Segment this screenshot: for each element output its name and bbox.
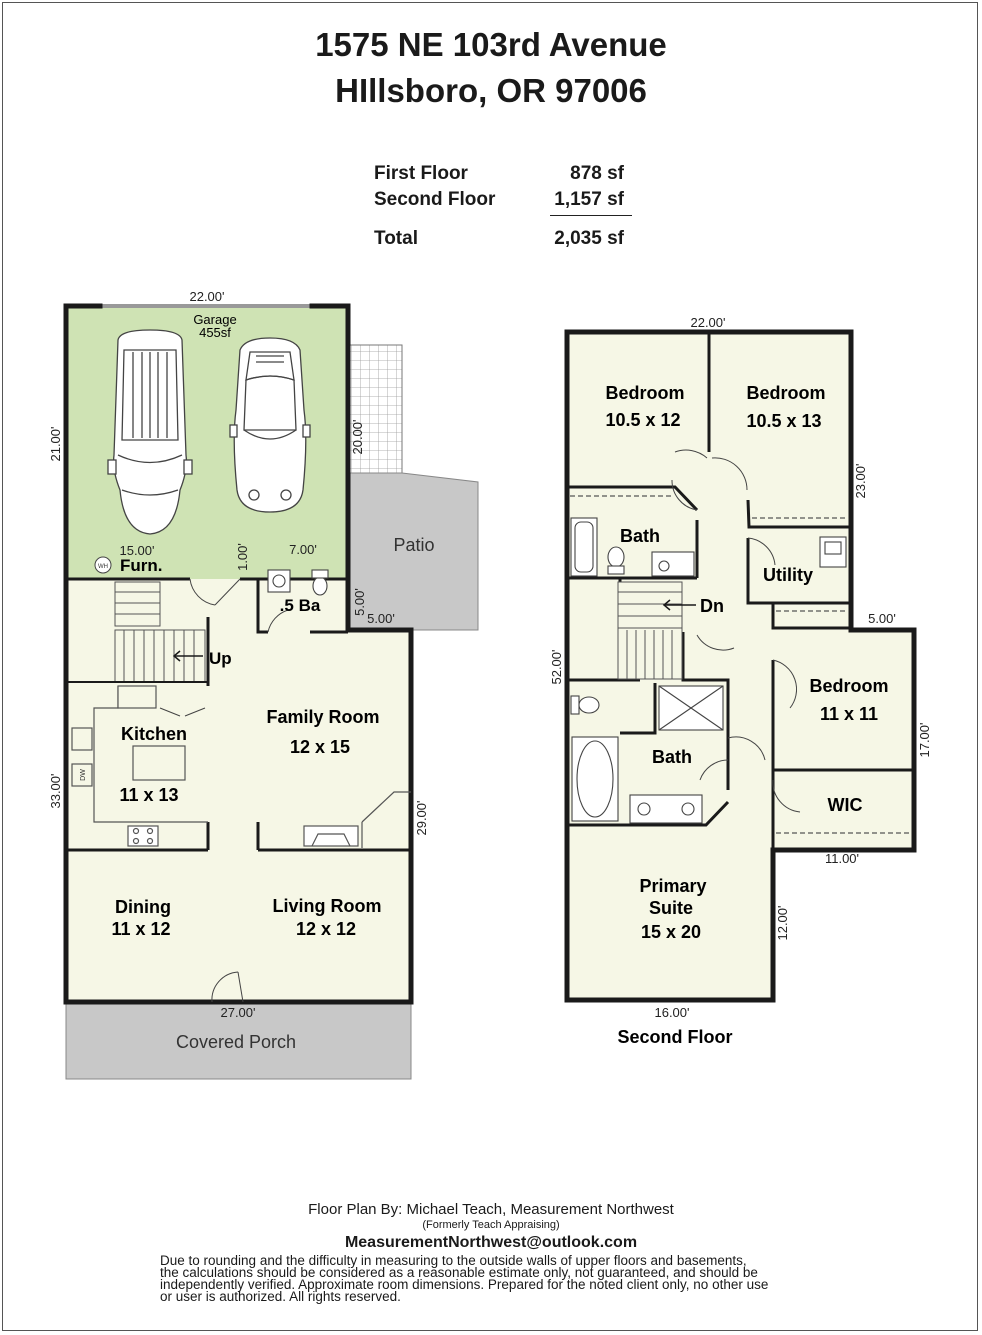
bedroom-1-size: 10.5 x 12 bbox=[605, 410, 680, 430]
furnace-label: Furn. bbox=[120, 556, 163, 575]
dimension-label: 29.00' bbox=[414, 800, 429, 835]
area-total-value: 2,035 sf bbox=[554, 228, 624, 249]
kitchen-name: Kitchen bbox=[121, 724, 187, 744]
fireplace bbox=[303, 791, 411, 848]
disclaimer-line: or user is authorized. All rights reserv… bbox=[160, 1289, 401, 1304]
primary-suite-name-2: Suite bbox=[649, 898, 693, 918]
dimension-label: 5.00' bbox=[352, 588, 367, 616]
stairs-up bbox=[66, 581, 208, 683]
stairs-down-label: Dn bbox=[700, 596, 724, 616]
kitchen-size: 11 x 13 bbox=[119, 785, 178, 805]
dimension-label: 21.00' bbox=[48, 426, 63, 461]
dimension-label: 16.00' bbox=[654, 1005, 689, 1020]
area-row-value: 878 sf bbox=[570, 163, 624, 184]
primary-suite-size: 15 x 20 bbox=[641, 922, 701, 942]
area-row-label: Second Floor bbox=[374, 189, 496, 210]
bedroom-3-size: 11 x 11 bbox=[820, 704, 878, 724]
formerly-line: (Formerly Teach Appraising) bbox=[422, 1219, 560, 1231]
bedroom-1-name: Bedroom bbox=[605, 383, 684, 403]
living-room-name: Living Room bbox=[273, 896, 382, 916]
utility-fixtures bbox=[819, 536, 847, 568]
dimension-label: 17.00' bbox=[917, 722, 932, 757]
living-room-size: 12 x 12 bbox=[296, 919, 356, 939]
dishwasher-label: DW bbox=[80, 769, 87, 781]
dimension-label: 1.00' bbox=[235, 543, 250, 571]
credit-line: Floor Plan By: Michael Teach, Measuremen… bbox=[308, 1201, 674, 1218]
water-heater-label: WH bbox=[98, 564, 108, 570]
dimension-label: 22.00' bbox=[690, 315, 725, 330]
first-floor-room-fill bbox=[66, 579, 411, 1002]
dimension-label: 20.00' bbox=[350, 419, 365, 454]
disclaimer: Due to rounding and the difficulty in me… bbox=[160, 1253, 820, 1304]
address-line-1: 1575 NE 103rd Avenue bbox=[315, 26, 667, 63]
dimension-label: 5.00' bbox=[367, 611, 395, 626]
disclaimer-line: independently verified. Approximate room… bbox=[160, 1277, 769, 1292]
dimension-label: 22.00' bbox=[189, 289, 224, 304]
area-row-value: 1,157 sf bbox=[554, 189, 624, 210]
dimension-label: 52.00' bbox=[549, 649, 564, 684]
utility-label: Utility bbox=[763, 565, 813, 585]
dining-size: 11 x 12 bbox=[111, 919, 170, 939]
second-floor-caption: Second Floor bbox=[617, 1027, 732, 1047]
area-total-label: Total bbox=[374, 228, 418, 249]
dimension-label: 12.00' bbox=[775, 905, 790, 940]
car-icon bbox=[229, 337, 311, 513]
bath-2-fixtures bbox=[570, 685, 724, 824]
family-room-size: 12 x 15 bbox=[290, 737, 350, 757]
dimension-label: 15.00' bbox=[119, 543, 154, 558]
dimension-label: 7.00' bbox=[289, 542, 317, 557]
half-bath-fixtures bbox=[267, 569, 329, 596]
wic-label: WIC bbox=[828, 795, 863, 815]
bedroom-2-name: Bedroom bbox=[746, 383, 825, 403]
bath-1-label: Bath bbox=[620, 526, 660, 546]
water-heater bbox=[94, 556, 112, 574]
disclaimer-line: the calculations should be considered as… bbox=[160, 1265, 758, 1280]
bath-2-label: Bath bbox=[652, 747, 692, 767]
covered-porch-area bbox=[65, 1002, 412, 1080]
patio-label: Patio bbox=[393, 535, 434, 555]
second-floor-plan: Bedroom 10.5 x 12 Bedroom 10.5 x 13 Bath… bbox=[549, 315, 932, 1047]
dimension-label: 5.00' bbox=[868, 611, 896, 626]
family-room-name: Family Room bbox=[266, 707, 379, 727]
address-line-2: HIllsboro, OR 97006 bbox=[335, 72, 647, 109]
stairs-up-label: Up bbox=[209, 649, 232, 668]
stairs-down bbox=[617, 581, 696, 680]
dimension-label: 33.00' bbox=[48, 773, 63, 808]
area-summary-table: First Floor 878 sf Second Floor 1,157 sf… bbox=[374, 163, 632, 253]
suv-icon bbox=[107, 329, 193, 535]
email-line: MeasurementNorthwest@outlook.com bbox=[344, 1234, 638, 1251]
bedroom-2-size: 10.5 x 13 bbox=[746, 411, 821, 431]
covered-porch-label: Covered Porch bbox=[176, 1032, 296, 1052]
dining-name: Dining bbox=[115, 897, 171, 917]
area-row-label: First Floor bbox=[374, 163, 468, 184]
dimension-label: 27.00' bbox=[220, 1005, 255, 1020]
doors bbox=[671, 449, 801, 813]
dimension-label: 23.00' bbox=[853, 463, 868, 498]
bath-1-fixtures bbox=[570, 517, 695, 577]
kitchen-counter bbox=[71, 685, 208, 847]
garage-area-label: 455sf bbox=[199, 325, 231, 340]
half-bath-label: .5 Ba bbox=[280, 596, 321, 615]
garage-label: Garage bbox=[193, 312, 236, 327]
disclaimer-line: Due to rounding and the difficulty in me… bbox=[160, 1253, 747, 1268]
bedroom-3-name: Bedroom bbox=[809, 676, 888, 696]
dimension-label: 11.00' bbox=[825, 851, 859, 866]
doors bbox=[159, 578, 289, 1003]
primary-suite-name-1: Primary bbox=[639, 876, 706, 896]
total-rule bbox=[550, 215, 632, 216]
first-floor-plan: DW WH Garage 455sf bbox=[48, 289, 479, 1080]
